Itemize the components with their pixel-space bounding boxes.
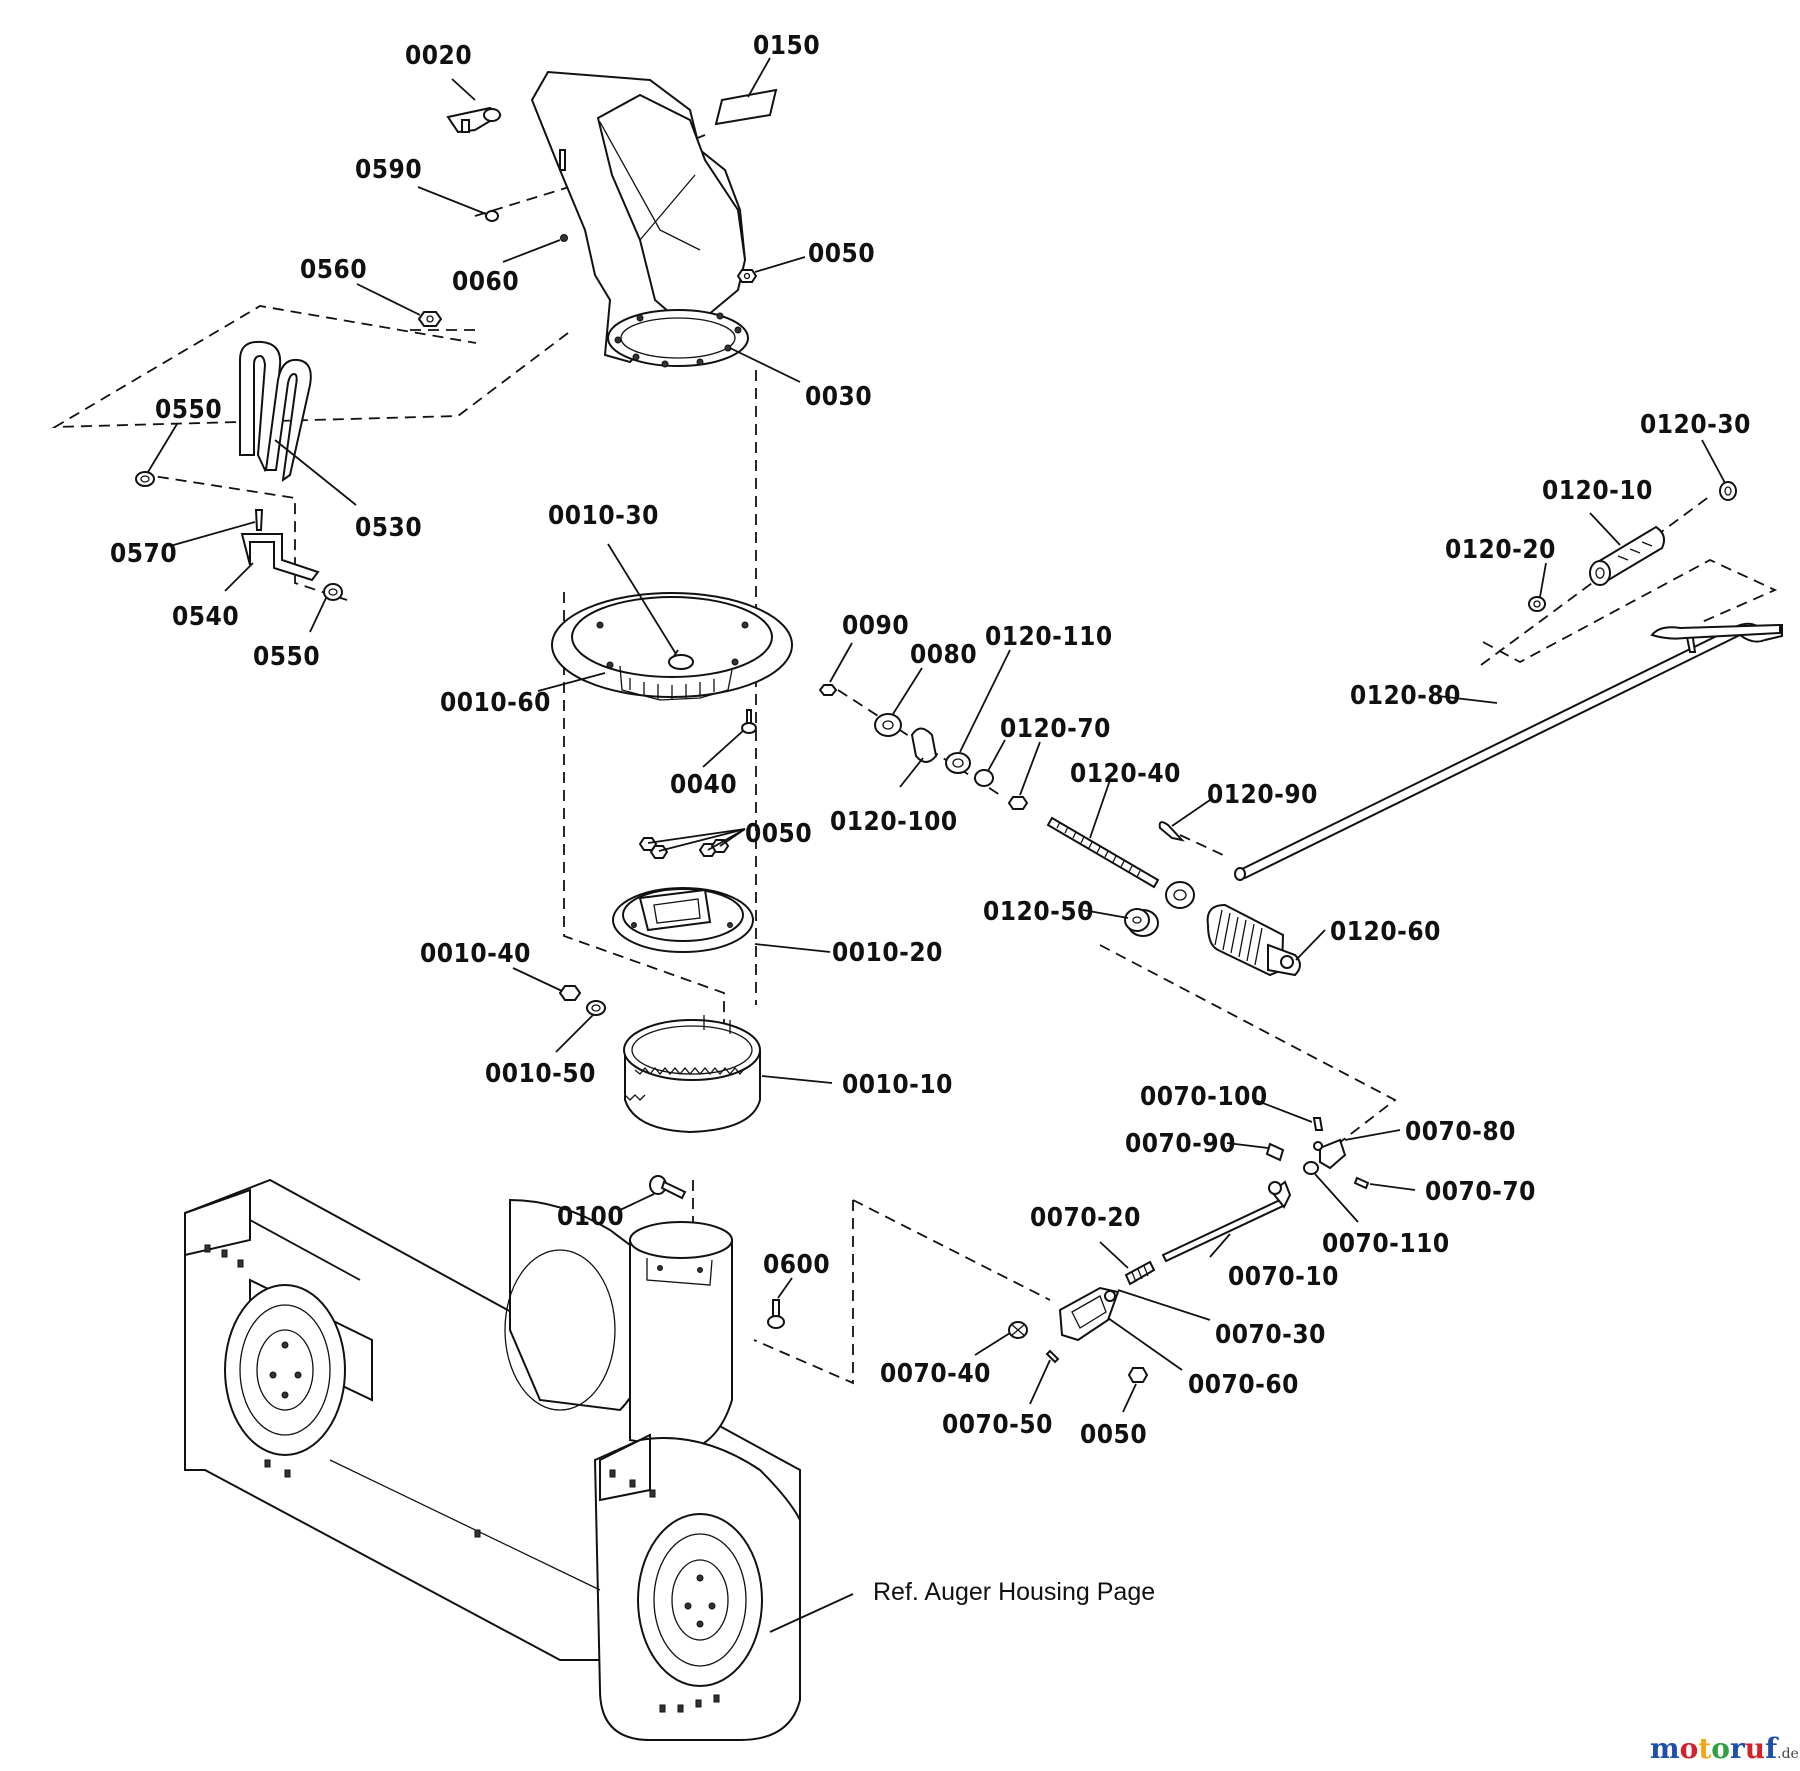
tilt-control-assembly bbox=[1008, 1117, 1370, 1383]
bolt-0100 bbox=[649, 1175, 687, 1200]
label-0070-110: 0070-110 bbox=[1322, 1229, 1450, 1259]
crank-rod-0120-80 bbox=[1238, 625, 1742, 880]
label-0050-top: 0050 bbox=[808, 239, 875, 269]
nut-0090 bbox=[818, 684, 838, 696]
bolt-0600 bbox=[767, 1299, 785, 1329]
crank-handle-0120-60 bbox=[1206, 903, 1301, 977]
bushing-0120-70a bbox=[974, 769, 994, 787]
nut-0050-top bbox=[736, 269, 758, 283]
label-0100: 0100 bbox=[557, 1202, 624, 1232]
label-0050-bottom: 0050 bbox=[1080, 1420, 1147, 1450]
pivot-bracket-0070-80 bbox=[1313, 1138, 1347, 1170]
label-0060: 0060 bbox=[452, 267, 519, 297]
washer-0070-110 bbox=[1303, 1161, 1319, 1175]
nut-0120-70b bbox=[1007, 796, 1029, 810]
washer-0010-50 bbox=[586, 1000, 606, 1016]
ring-plate bbox=[612, 837, 754, 953]
label-0070-10: 0070-10 bbox=[1228, 1262, 1339, 1292]
label-0120-80: 0120-80 bbox=[1350, 681, 1461, 711]
label-0570: 0570 bbox=[110, 539, 177, 569]
bolt-0070-100 bbox=[1312, 1117, 1324, 1131]
washer-0590 bbox=[485, 210, 499, 222]
label-0600: 0600 bbox=[763, 1250, 830, 1280]
washer-0080 bbox=[874, 713, 902, 737]
label-decal bbox=[714, 88, 778, 126]
housing-holes bbox=[204, 1244, 720, 1713]
label-0070-70: 0070-70 bbox=[1425, 1177, 1536, 1207]
label-0020: 0020 bbox=[405, 41, 472, 71]
label-0540: 0540 bbox=[172, 602, 239, 632]
threaded-rod-0120-40 bbox=[1046, 816, 1160, 889]
label-0050-mid: 0050 bbox=[745, 819, 812, 849]
rod-0070-10 bbox=[1161, 1198, 1285, 1263]
cap-0120-30 bbox=[1719, 481, 1737, 501]
rod-guide-bracket bbox=[135, 340, 343, 601]
label-0010-40: 0010-40 bbox=[420, 939, 531, 969]
chute-flange bbox=[551, 592, 793, 701]
nut-0010-40 bbox=[558, 985, 582, 1001]
label-0120-30: 0120-30 bbox=[1640, 410, 1751, 440]
nut-0560 bbox=[417, 311, 443, 327]
ring-gear bbox=[623, 1015, 761, 1134]
label-0080: 0080 bbox=[910, 640, 977, 670]
auger-housing bbox=[184, 1178, 801, 1741]
label-0070-60: 0070-60 bbox=[1188, 1370, 1299, 1400]
discharge-chute bbox=[530, 70, 749, 368]
label-0120-10: 0120-10 bbox=[1542, 476, 1653, 506]
chute-knob bbox=[446, 106, 502, 134]
leader-lines bbox=[147, 57, 1726, 1633]
label-0120-60: 0120-60 bbox=[1330, 917, 1441, 947]
pin-0070-70 bbox=[1353, 1176, 1370, 1190]
bolt-0060 bbox=[560, 234, 568, 242]
label-0550-a: 0550 bbox=[155, 395, 222, 425]
bushing-0070-90 bbox=[1265, 1142, 1285, 1162]
label-0030: 0030 bbox=[805, 382, 872, 412]
label-0070-80: 0070-80 bbox=[1405, 1117, 1516, 1147]
label-0010-20: 0010-20 bbox=[832, 938, 943, 968]
label-0590: 0590 bbox=[355, 155, 422, 185]
knob-0070-40 bbox=[1008, 1321, 1028, 1339]
label-0010-30: 0010-30 bbox=[548, 501, 659, 531]
label-0120-20: 0120-20 bbox=[1445, 535, 1556, 565]
grip-0120-10 bbox=[1589, 525, 1665, 586]
washer-0120-20 bbox=[1528, 596, 1546, 612]
spring-pin-0070-50 bbox=[1045, 1349, 1060, 1364]
screw-0040 bbox=[741, 709, 757, 734]
label-0120-90: 0120-90 bbox=[1207, 780, 1318, 810]
label-0070-30: 0070-30 bbox=[1215, 1320, 1326, 1350]
label-0070-20: 0070-20 bbox=[1030, 1203, 1141, 1233]
label-0560: 0560 bbox=[300, 255, 367, 285]
label-0070-40: 0070-40 bbox=[880, 1359, 991, 1389]
chute-bolt-holes bbox=[614, 312, 742, 368]
label-0090: 0090 bbox=[842, 611, 909, 641]
label-0120-110: 0120-110 bbox=[985, 622, 1113, 652]
label-0120-40: 0120-40 bbox=[1070, 759, 1181, 789]
label-0550-b: 0550 bbox=[253, 642, 320, 672]
gear-0120-100 bbox=[910, 727, 938, 763]
washer-0120-110 bbox=[945, 752, 971, 774]
part-labels: 0020 0150 0590 0060 0050 0560 0030 0550 … bbox=[110, 31, 1751, 1450]
bracket-0070-30 bbox=[1058, 1286, 1120, 1342]
label-0150: 0150 bbox=[753, 31, 820, 61]
crank-assembly bbox=[818, 481, 1783, 977]
label-0010-50: 0010-50 bbox=[485, 1059, 596, 1089]
label-0010-10: 0010-10 bbox=[842, 1070, 953, 1100]
label-0010-60: 0010-60 bbox=[440, 688, 551, 718]
reference-note: Ref. Auger Housing Page bbox=[873, 1578, 1155, 1606]
hairpin-0120-90 bbox=[1158, 821, 1185, 842]
label-0070-90: 0070-90 bbox=[1125, 1129, 1236, 1159]
label-0040: 0040 bbox=[670, 770, 737, 800]
label-0120-100: 0120-100 bbox=[830, 807, 958, 837]
label-0120-70: 0120-70 bbox=[1000, 714, 1111, 744]
nut-0050-bottom bbox=[1127, 1367, 1149, 1383]
bushing-0120-50 bbox=[1124, 908, 1159, 937]
label-0070-50: 0070-50 bbox=[942, 1410, 1053, 1440]
watermark-logo: motoruf.de bbox=[1650, 1732, 1799, 1765]
label-0530: 0530 bbox=[355, 513, 422, 543]
label-0070-100: 0070-100 bbox=[1140, 1082, 1268, 1112]
label-0120-50: 0120-50 bbox=[983, 897, 1094, 927]
